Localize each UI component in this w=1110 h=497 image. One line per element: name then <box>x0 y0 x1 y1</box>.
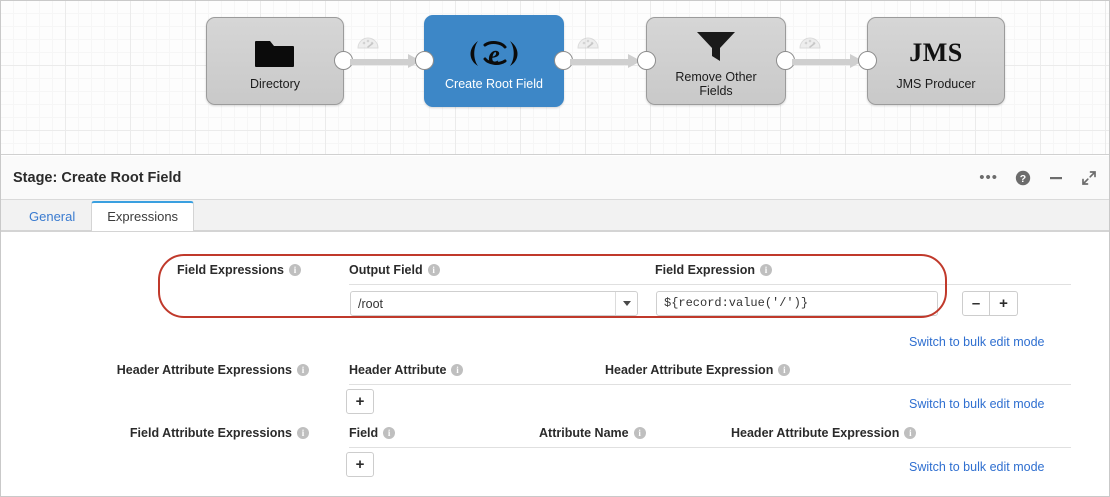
pipeline-node-directory[interactable]: Directory <box>206 17 353 105</box>
node-input-port[interactable] <box>637 51 656 70</box>
column-header-output-field: Output Field i <box>349 263 440 277</box>
field-expressions-label-text: Field Expressions <box>177 263 284 277</box>
svg-text:?: ? <box>1020 173 1026 185</box>
expand-icon[interactable] <box>1081 170 1097 186</box>
row-divider <box>349 447 1071 448</box>
field-expressions-label: Field Expressions i <box>101 263 301 277</box>
column-header-output-field-text: Output Field <box>349 263 423 277</box>
tab-bar: General Expressions <box>1 200 1109 231</box>
pipeline-node-label: Remove Other Fields <box>675 70 757 98</box>
switch-to-bulk-edit-mode-link-2[interactable]: Switch to bulk edit mode <box>909 397 1045 411</box>
pipeline-link-3 <box>792 37 863 68</box>
column-header-field-expression-text: Field Expression <box>655 263 756 277</box>
node-input-port[interactable] <box>415 51 434 70</box>
svg-text:e: e <box>488 40 500 69</box>
info-icon[interactable]: i <box>633 427 646 439</box>
row-divider <box>349 384 1071 385</box>
output-field-value: /root <box>358 296 384 311</box>
funnel-icon <box>694 24 738 68</box>
chevron-down-icon[interactable] <box>615 292 637 315</box>
info-icon[interactable]: i <box>760 264 773 276</box>
column-header-header-attribute: Header Attribute i <box>349 363 464 377</box>
row-divider <box>349 284 1071 285</box>
column-header-attribute-name-text: Attribute Name <box>539 426 629 440</box>
tab-expressions[interactable]: Expressions <box>91 201 195 231</box>
folder-icon <box>255 31 295 75</box>
minimize-icon[interactable] <box>1048 170 1064 186</box>
info-icon[interactable]: i <box>904 427 917 439</box>
tab-general[interactable]: General <box>29 209 76 224</box>
throughput-gauge-icon <box>357 37 379 49</box>
pipeline-node-remove-other-fields[interactable]: Remove Other Fields <box>637 17 795 105</box>
link-shaft <box>350 59 408 65</box>
pipeline-link-2 <box>570 37 641 68</box>
column-header-attribute-name: Attribute Name i <box>539 426 646 440</box>
info-icon[interactable]: i <box>297 427 309 439</box>
field-attribute-expressions-label-text: Field Attribute Expressions <box>129 426 292 440</box>
column-header-header-attribute-text: Header Attribute <box>349 363 447 377</box>
info-icon[interactable]: i <box>427 264 440 276</box>
switch-to-bulk-edit-mode-link-3[interactable]: Switch to bulk edit mode <box>909 460 1045 474</box>
add-header-attribute-row-button[interactable]: + <box>346 389 374 414</box>
header-actions: ••• ? <box>979 170 1097 186</box>
field-expression-value: ${record:value('/')} <box>664 296 809 310</box>
header-attribute-expressions-label-text: Header Attribute Expressions <box>116 363 292 377</box>
link-shaft <box>570 59 628 65</box>
remove-row-button[interactable]: – <box>962 291 990 316</box>
more-options-icon[interactable]: ••• <box>979 168 998 186</box>
column-header-header-attribute-expression: Header Attribute Expression i <box>605 363 791 377</box>
info-icon[interactable]: i <box>451 364 464 376</box>
column-header-header-attribute-expression-2: Header Attribute Expression i <box>731 426 917 440</box>
info-icon[interactable]: i <box>289 264 301 276</box>
node-input-port[interactable] <box>858 51 877 70</box>
column-header-field-expression: Field Expression i <box>655 263 773 277</box>
pipeline-node-label: Create Root Field <box>445 77 543 91</box>
row-actions: – + <box>962 291 1018 316</box>
pipeline-node-label: Directory <box>249 77 300 91</box>
jms-text-icon: JMS <box>909 31 963 75</box>
jms-glyph-text: JMS <box>909 38 963 67</box>
link-shaft <box>792 59 850 65</box>
page-title: Stage: Create Root Field <box>13 169 182 186</box>
info-icon[interactable]: i <box>383 427 396 439</box>
add-row-button[interactable]: + <box>990 291 1018 316</box>
pipeline-canvas[interactable]: Directory e <box>1 1 1109 155</box>
help-icon[interactable]: ? <box>1015 170 1031 186</box>
pipeline-node-create-root-field[interactable]: e Create Root Field <box>415 15 573 107</box>
info-icon[interactable]: i <box>778 364 791 376</box>
output-field-select[interactable]: /root <box>350 291 638 316</box>
pipeline-node-label: JMS Producer <box>896 77 976 91</box>
throughput-gauge-icon <box>577 37 599 49</box>
expression-evaluator-icon: e <box>465 31 523 75</box>
field-attribute-expressions-label: Field Attribute Expressions i <box>111 426 309 440</box>
field-expression-input[interactable]: ${record:value('/')} <box>656 291 938 316</box>
header-attribute-expressions-label: Header Attribute Expressions i <box>97 363 309 377</box>
add-field-attribute-row-button[interactable]: + <box>346 452 374 477</box>
column-header-header-attribute-expression-2-text: Header Attribute Expression <box>731 426 900 440</box>
switch-to-bulk-edit-mode-link-1[interactable]: Switch to bulk edit mode <box>909 335 1045 349</box>
stage-header-bar: Stage: Create Root Field ••• ? <box>1 156 1109 200</box>
column-header-header-attribute-expression-text: Header Attribute Expression <box>605 363 774 377</box>
pipeline-link-1 <box>350 37 421 68</box>
info-icon[interactable]: i <box>297 364 309 376</box>
throughput-gauge-icon <box>799 37 821 49</box>
column-header-field-text: Field <box>349 426 379 440</box>
pipeline-node-jms-producer[interactable]: JMS JMS Producer <box>858 17 1005 105</box>
expressions-form: Field Expressions i Output Field i Field E… <box>1 231 1109 496</box>
